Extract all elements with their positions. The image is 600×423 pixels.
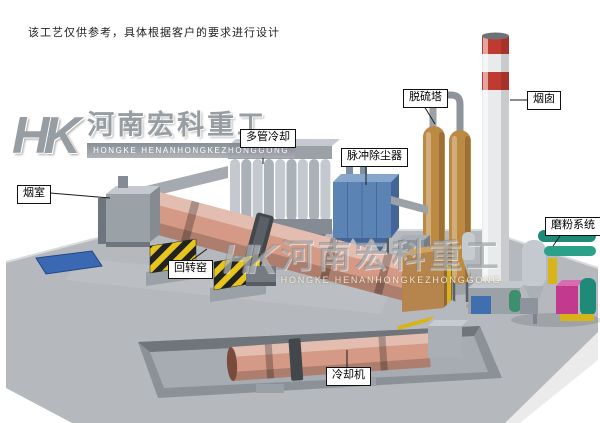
small-cyclone <box>462 232 475 278</box>
logo-name-cn: 河南宏科重工 <box>87 110 268 140</box>
pulse-dust-collector-graphic <box>333 163 428 266</box>
label-chimney: 烟囱 <box>527 91 561 110</box>
disclaimer-text: 该工艺仅供参考，具体根据客户的要求进行设计 <box>28 27 280 39</box>
kiln-hood-graphic <box>402 243 452 312</box>
chimney-graphic <box>468 32 528 314</box>
label-cooling-machine: 冷却机 <box>326 367 371 386</box>
label-grinding-system: 磨粉系统 <box>545 217 600 236</box>
label-rotary-kiln: 回转窑 <box>168 260 213 279</box>
leader-desulfurization-tower <box>423 105 436 125</box>
connecting-duct <box>146 166 228 198</box>
leader-grinding-system <box>552 235 561 247</box>
leader-lines <box>49 99 561 367</box>
label-pulse-dust-collector: 脉冲除尘器 <box>341 148 408 167</box>
label-multi-tube-cooler: 多管冷却 <box>240 129 296 148</box>
leader-rotary-kiln <box>191 248 208 261</box>
company-logo: HK 河南宏科重工 HONGKE HENANHONGKEZHONGGONG <box>12 107 296 165</box>
logo-monogram: HK <box>12 107 81 165</box>
label-desulfurization-tower: 脱硫塔 <box>403 89 448 108</box>
rotary-kiln-graphic <box>132 187 432 305</box>
label-smoke-chamber: 烟室 <box>17 185 51 204</box>
leader-smoke-chamber <box>49 192 111 199</box>
smoke-chamber-graphic <box>98 176 160 247</box>
blue-mat <box>35 250 103 275</box>
